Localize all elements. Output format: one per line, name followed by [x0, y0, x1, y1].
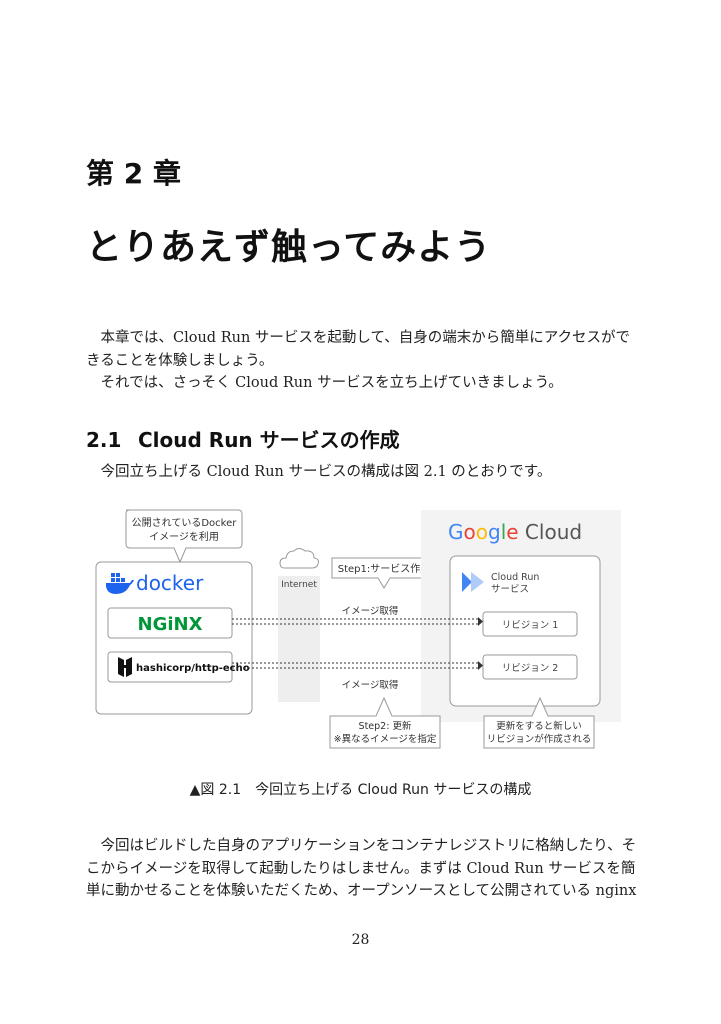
- update-callout: [483, 696, 595, 749]
- revision-1-label: リビジョン 1: [502, 620, 559, 631]
- update-callout-line: 更新をすると新しい: [496, 720, 582, 732]
- step2-callout-line: Step2: 更新: [359, 720, 412, 732]
- revision-1-box: [482, 611, 578, 637]
- step2-callout-line: ※異なるイメージを指定: [334, 733, 437, 745]
- intro-line: 本章では、Cloud Run サービスを起動して、自身の端末から簡単にアクセスが…: [86, 330, 631, 346]
- step2-callout: [329, 696, 441, 749]
- nginx-box: [107, 607, 233, 639]
- section-title: Cloud Run サービスの作成: [138, 428, 400, 452]
- fetch-label-bottom: イメージ取得: [342, 679, 399, 691]
- http-echo-box: [107, 651, 233, 683]
- service-label-line: Cloud Run: [491, 572, 539, 583]
- intro-line: きることを体験しましょう。: [86, 352, 274, 369]
- google-cloud-logo: Google Cloud: [448, 520, 582, 544]
- registry-callout-line: 公開されているDocker: [132, 517, 238, 529]
- chapter-number: 第 2 章: [86, 157, 181, 190]
- fetch-arrow-bottom: [232, 661, 483, 670]
- nginx-logo: NGiNX: [138, 614, 203, 635]
- section-intro-line: 今回立ち上げる Cloud Run サービスの構成は図 2.1 のとおりです。: [86, 464, 552, 480]
- step1-label: Step1:サービス作成: [338, 563, 431, 575]
- update-callout-line: リビジョンが作成される: [487, 733, 592, 745]
- architecture-figure: 公開されているDocker イメージを利用 docker NGiNX hashi…: [94, 506, 624, 756]
- chapter-title: とりあえず触ってみよう: [86, 227, 492, 268]
- internet-band: [278, 576, 320, 702]
- outro-paragraph: 今回はビルドした自身のアプリケーションをコンテナレジストリに格納したり、そ こか…: [86, 835, 638, 903]
- registry-callout: [125, 509, 243, 564]
- fetch-label-top: イメージ取得: [342, 605, 399, 617]
- section-intro-paragraph: 今回立ち上げる Cloud Run サービスの構成は図 2.1 のとおりです。: [86, 461, 638, 484]
- fetch-arrow-top: [232, 617, 483, 626]
- outro-line: 単に動かせることを体験いただくため、オープンソースとして公開されている ngin…: [86, 883, 637, 899]
- outro-line: 今回はビルドした自身のアプリケーションをコンテナレジストリに格納したり、そ: [86, 838, 637, 854]
- page-number: 28: [351, 932, 370, 948]
- hashicorp-icon: [118, 657, 132, 677]
- revision-2-box: [482, 654, 578, 680]
- cloud-run-icon: [462, 572, 484, 592]
- docker-logo: docker: [136, 571, 204, 595]
- intro-paragraph: 本章では、Cloud Run サービスを起動して、自身の端末から簡単にアクセスが…: [86, 327, 638, 395]
- section-number: 2.1: [86, 428, 122, 452]
- intro-line: それでは、さっそく Cloud Run サービスを立ち上げていきましょう。: [86, 375, 563, 391]
- registry-callout-line: イメージを利用: [149, 531, 219, 543]
- architecture-diagram: 公開されているDocker イメージを利用 docker NGiNX hashi…: [95, 509, 621, 749]
- http-echo-label: hashicorp/http-echo: [136, 663, 250, 674]
- revision-2-label: リビジョン 2: [502, 663, 559, 674]
- cloud-icon: [279, 548, 319, 569]
- service-label-line: サービス: [491, 584, 529, 595]
- internet-label: Internet: [281, 580, 317, 590]
- figure-caption: ▲図 2.1 今回立ち上げる Cloud Run サービスの構成: [189, 782, 532, 798]
- section-heading: 2.1 Cloud Run サービスの作成: [86, 424, 400, 453]
- docker-whale-icon: [106, 573, 134, 594]
- outro-line: こからイメージを取得して起動したりはしません。まずは Cloud Run サービ…: [86, 860, 636, 877]
